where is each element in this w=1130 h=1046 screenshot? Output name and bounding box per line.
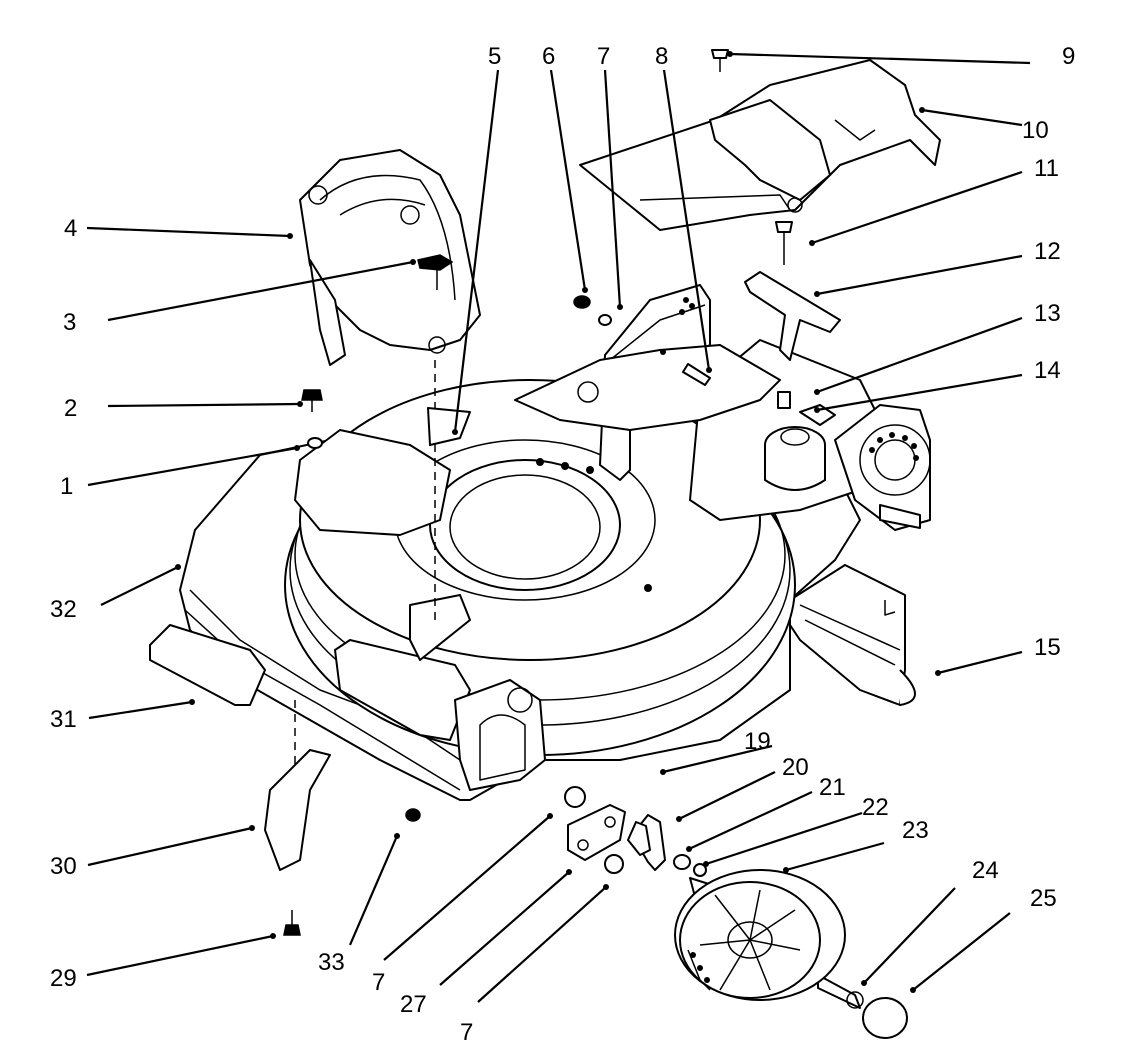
rear-wheel-part [674, 869, 846, 1001]
callout-20: 20 [782, 754, 809, 781]
callout-9: 9 [1062, 43, 1075, 70]
callout-6: 6 [542, 43, 555, 70]
callout-12: 12 [1034, 238, 1061, 265]
callout-31: 31 [50, 706, 77, 733]
callout-10: 10 [1022, 117, 1049, 144]
leader-lines [86, 51, 1031, 1003]
callout-5: 5 [488, 43, 501, 70]
side-discharge-door-part [299, 149, 481, 366]
callout-24: 24 [972, 857, 999, 884]
callout-14: 14 [1034, 357, 1061, 384]
callout-15: 15 [1034, 634, 1061, 661]
callout-23: 23 [902, 817, 929, 844]
fasteners [149, 49, 908, 1039]
callout-32: 32 [50, 596, 77, 623]
callout-22: 22 [862, 794, 889, 821]
callout-3: 3 [63, 309, 76, 336]
deck-housing-part [179, 284, 931, 801]
callout-29: 29 [50, 965, 77, 992]
callout-11: 11 [1034, 155, 1059, 182]
callout-4: 4 [64, 215, 77, 242]
callout-19: 19 [744, 728, 771, 755]
callout-8: 8 [655, 43, 668, 70]
callout-25: 25 [1030, 885, 1057, 912]
callout-1: 1 [60, 473, 73, 500]
callout-2: 2 [64, 395, 77, 422]
callout-30: 30 [50, 853, 77, 880]
callout-21: 21 [819, 774, 846, 801]
callout-labels: 1 2 3 4 5 6 7 8 9 10 11 12 13 14 15 19 2… [50, 43, 1075, 1046]
callout-13: 13 [1034, 300, 1061, 327]
rear-cover-part [579, 59, 941, 231]
callout-7a: 7 [597, 43, 610, 70]
callout-27: 27 [400, 991, 427, 1018]
callout-7c: 7 [460, 1019, 473, 1046]
callout-33: 33 [318, 949, 345, 976]
callout-7b: 7 [372, 969, 385, 996]
